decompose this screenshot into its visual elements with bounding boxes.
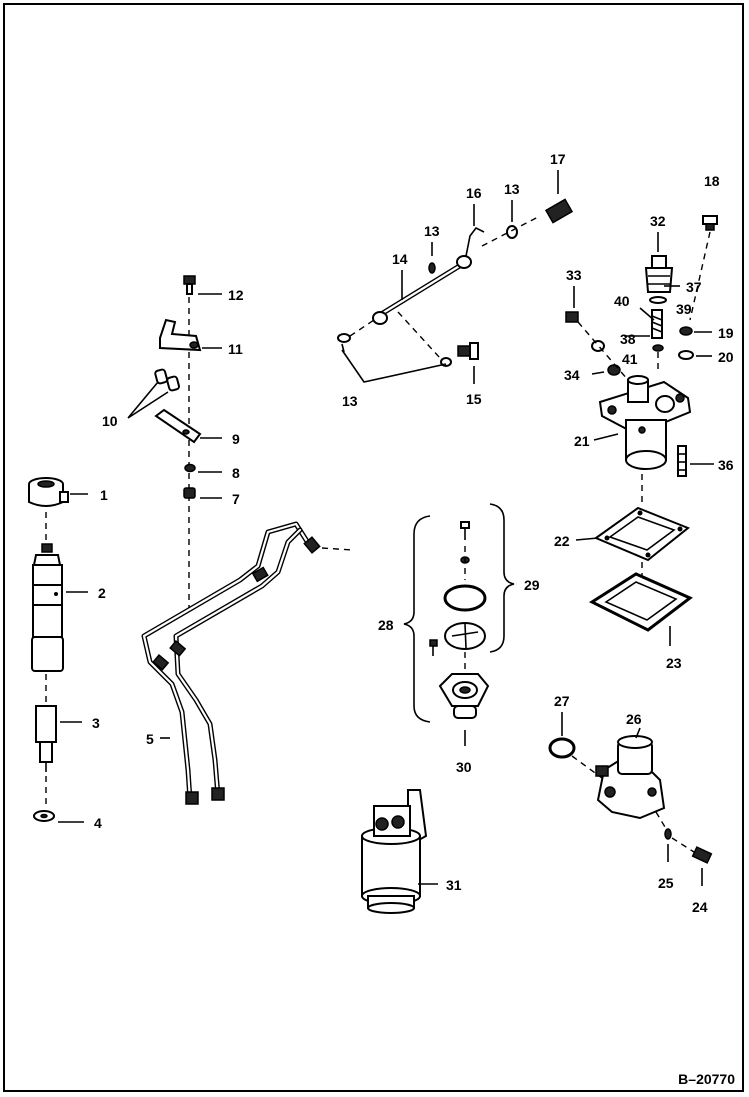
callout-12: 12 <box>228 287 244 303</box>
callout-30: 30 <box>456 759 472 775</box>
callout-15: 15 <box>466 391 482 407</box>
callout-34: 34 <box>564 367 580 383</box>
callout-5: 5 <box>146 731 154 747</box>
callout-3: 3 <box>92 715 100 731</box>
callout-25: 25 <box>658 875 674 891</box>
callout-labels: 1 2 3 4 5 7 8 9 10 11 12 13 13 13 14 15 … <box>92 151 734 915</box>
diagram-border <box>3 3 744 1092</box>
lift-pump-assembly <box>548 712 713 886</box>
callout-27: 27 <box>554 693 570 709</box>
drawing-reference-number: B–20770 <box>678 1071 735 1087</box>
part-gasket-23 <box>588 572 693 632</box>
callout-32: 32 <box>650 213 666 229</box>
part-clamp-plate-9 <box>154 408 202 444</box>
fuel-lines <box>141 521 353 805</box>
callout-13-top: 13 <box>504 181 520 197</box>
callout-33: 33 <box>566 267 582 283</box>
part-gasket-22 <box>593 506 690 562</box>
callout-39: 39 <box>676 301 692 317</box>
callout-40: 40 <box>614 293 630 309</box>
callout-1: 1 <box>100 487 108 503</box>
callout-20: 20 <box>718 349 734 365</box>
part-bolt-17 <box>544 198 574 224</box>
callout-13-bottom: 13 <box>342 393 358 409</box>
clamp-assembly <box>154 275 202 612</box>
callout-37: 37 <box>686 279 702 295</box>
callout-23: 23 <box>666 655 682 671</box>
filter-head-group <box>403 503 515 746</box>
callout-31: 31 <box>446 877 462 893</box>
callout-11: 11 <box>228 341 243 357</box>
part-washer-8 <box>184 463 196 473</box>
callout-28: 28 <box>378 617 394 633</box>
part-bolt-12 <box>183 275 196 295</box>
leak-off-line <box>337 198 574 383</box>
callout-8: 8 <box>232 465 240 481</box>
part-bolt-15 <box>457 342 479 360</box>
callout-22: 22 <box>554 533 570 549</box>
part-pump-body-21 <box>598 375 692 470</box>
part-washer <box>33 810 55 822</box>
callout-13-middle: 13 <box>424 223 440 239</box>
part-plug-18 <box>702 215 718 231</box>
leader-lines <box>58 170 714 885</box>
part-injector-body <box>31 543 64 672</box>
part-grommets-10 <box>154 368 180 392</box>
part-nut-7 <box>183 487 196 499</box>
callout-9: 9 <box>232 431 240 447</box>
callout-26: 26 <box>626 711 642 727</box>
callout-2: 2 <box>98 585 106 601</box>
fuel-filter-assembly <box>361 789 428 914</box>
callout-41: 41 <box>622 351 638 367</box>
callout-10: 10 <box>102 413 118 429</box>
callout-29: 29 <box>524 577 540 593</box>
part-nozzle <box>35 705 57 772</box>
callout-36: 36 <box>718 457 734 473</box>
callout-7: 7 <box>232 491 240 507</box>
callout-14: 14 <box>392 251 408 267</box>
callout-17: 17 <box>550 151 566 167</box>
callout-4: 4 <box>94 815 102 831</box>
injector-assembly <box>28 477 69 822</box>
callout-24: 24 <box>692 899 708 915</box>
callout-38: 38 <box>620 331 636 347</box>
callout-19: 19 <box>718 325 734 341</box>
part-bracket-11 <box>159 318 202 352</box>
callout-21: 21 <box>574 433 590 449</box>
part-collar <box>28 477 69 507</box>
callout-16: 16 <box>466 185 482 201</box>
callout-18: 18 <box>704 173 720 189</box>
